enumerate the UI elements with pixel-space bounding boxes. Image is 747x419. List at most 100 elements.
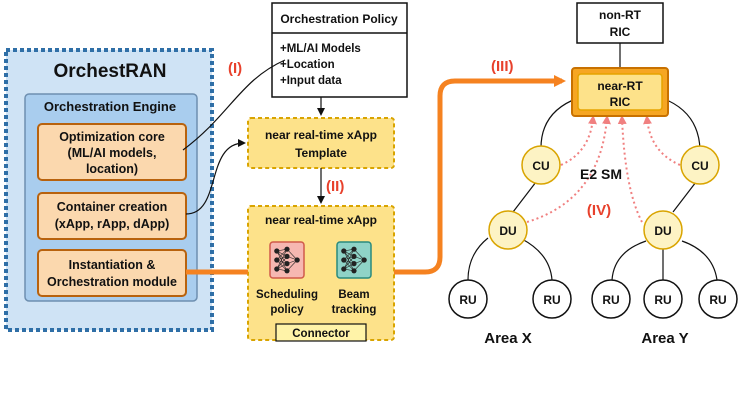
module-label-line: (ML/AI models,	[68, 146, 157, 160]
step-label-iv: (IV)	[587, 202, 611, 219]
e2-link	[617, 115, 643, 223]
module-instantiation-orchestration: Instantiation & Orchestration module	[37, 249, 187, 297]
cu-du-link	[512, 181, 537, 213]
policy-item: +ML/AI Models	[280, 43, 361, 55]
ru-node: RU	[591, 279, 631, 319]
policy-item: +Input data	[280, 75, 342, 87]
nn-edge	[343, 250, 355, 264]
ru-label: RU	[543, 293, 560, 307]
e2-link	[526, 115, 611, 223]
nn-edge	[343, 250, 355, 271]
model-label: Beam	[338, 289, 369, 301]
container-to-template-arrow	[185, 139, 246, 215]
template-line: Template	[295, 146, 347, 160]
nn-edge	[343, 256, 355, 270]
nn-neuron	[351, 253, 357, 259]
nn-neuron	[351, 246, 357, 252]
nn-edge	[343, 249, 355, 270]
template-line: near real-time xApp	[265, 128, 377, 142]
du-ru-link	[681, 240, 718, 281]
xapp-title: near real-time xApp	[265, 213, 377, 227]
module-label-line: Orchestration module	[47, 275, 177, 289]
du-node: DU	[643, 210, 683, 250]
nn-neuron	[284, 268, 290, 274]
cu-node: CU	[521, 145, 561, 185]
e2-link	[560, 115, 597, 166]
cu-node: CU	[680, 145, 720, 185]
connector-label: Connector	[292, 328, 350, 340]
ru-label: RU	[654, 293, 671, 307]
nn-edge	[276, 250, 288, 271]
module-label-line: location)	[86, 162, 138, 176]
step-label-iii: (III)	[491, 58, 514, 75]
nn-edge	[276, 256, 288, 270]
cu-label: CU	[532, 159, 549, 173]
nn-neuron	[294, 257, 300, 263]
scheduling-model-card	[269, 241, 305, 279]
orchestration-policy-box: Orchestration Policy +ML/AI Models +Loca…	[271, 2, 408, 98]
beam-model-card	[336, 241, 372, 279]
area-x-label: Area X	[484, 330, 532, 347]
ru-node: RU	[448, 279, 488, 319]
non-rt-ric-box: non-RT RIC	[576, 2, 664, 44]
nn-edge	[276, 249, 288, 270]
orchestration-engine-title: Orchestration Engine	[44, 99, 176, 114]
ran-topology: non-RT RIC near-RT RIC E2 SM (IV) CU CU …	[448, 2, 738, 347]
nn-neuron	[341, 248, 347, 254]
non-rt-ric-label: non-RT	[599, 8, 642, 22]
module-label-line: (xApp, rApp, dApp)	[55, 217, 170, 231]
step-label-i: (I)	[228, 60, 242, 77]
du-ru-link	[467, 237, 489, 281]
xapp-to-ric-deployment-path	[394, 75, 566, 275]
neural-network-icon	[341, 246, 367, 274]
ru-label: RU	[459, 293, 476, 307]
policy-to-optimization-line	[182, 59, 286, 151]
nn-neuron	[284, 253, 290, 259]
nn-neuron	[284, 261, 290, 267]
e2-link	[643, 115, 681, 166]
nn-neuron	[351, 268, 357, 274]
ru-label: RU	[602, 293, 619, 307]
nn-neuron	[341, 266, 347, 272]
nn-neuron	[274, 248, 280, 254]
nn-neuron	[274, 257, 280, 263]
du-node: DU	[488, 210, 528, 250]
du-label: DU	[499, 224, 516, 238]
neural-network-icon	[274, 246, 300, 274]
ru-node: RU	[698, 279, 738, 319]
model-label: policy	[270, 304, 304, 316]
ru-node: RU	[643, 279, 683, 319]
xapp-template-box: near real-time xApp Template	[247, 117, 395, 169]
nn-neuron	[274, 266, 280, 272]
nn-neuron	[341, 257, 347, 263]
e2sm-label: E2 SM	[580, 166, 622, 182]
near-rt-ric-box: near-RT RIC	[571, 67, 669, 117]
near-rt-ric-label: near-RT	[597, 79, 643, 93]
nn-neuron	[284, 246, 290, 252]
cu-label: CU	[691, 159, 708, 173]
module-optimization-core: Optimization core (ML/AI models, locatio…	[37, 123, 187, 181]
ru-label: RU	[709, 293, 726, 307]
orchestran-title: OrchestRAN	[54, 61, 167, 82]
nn-neuron	[351, 261, 357, 267]
policy-title: Orchestration Policy	[280, 12, 398, 26]
non-rt-ric-label: RIC	[610, 25, 631, 39]
model-label: tracking	[332, 304, 377, 316]
policy-item: +Location	[280, 59, 335, 71]
du-ru-link	[611, 240, 647, 281]
nn-edge	[276, 250, 288, 264]
nn-neuron	[361, 257, 367, 263]
du-label: DU	[654, 224, 671, 238]
cu-du-link	[672, 181, 697, 213]
du-ru-link	[521, 238, 553, 281]
xapp-box: near real-time xApp Scheduling policy Be…	[247, 205, 395, 342]
module-label-line: Instantiation &	[69, 258, 156, 272]
near-rt-ric-label: RIC	[610, 95, 631, 109]
module-label-line: Optimization core	[59, 130, 165, 144]
ru-node: RU	[532, 279, 572, 319]
connector-box: Connector	[275, 323, 367, 342]
model-label: Scheduling	[256, 289, 318, 301]
area-y-label: Area Y	[641, 330, 688, 347]
